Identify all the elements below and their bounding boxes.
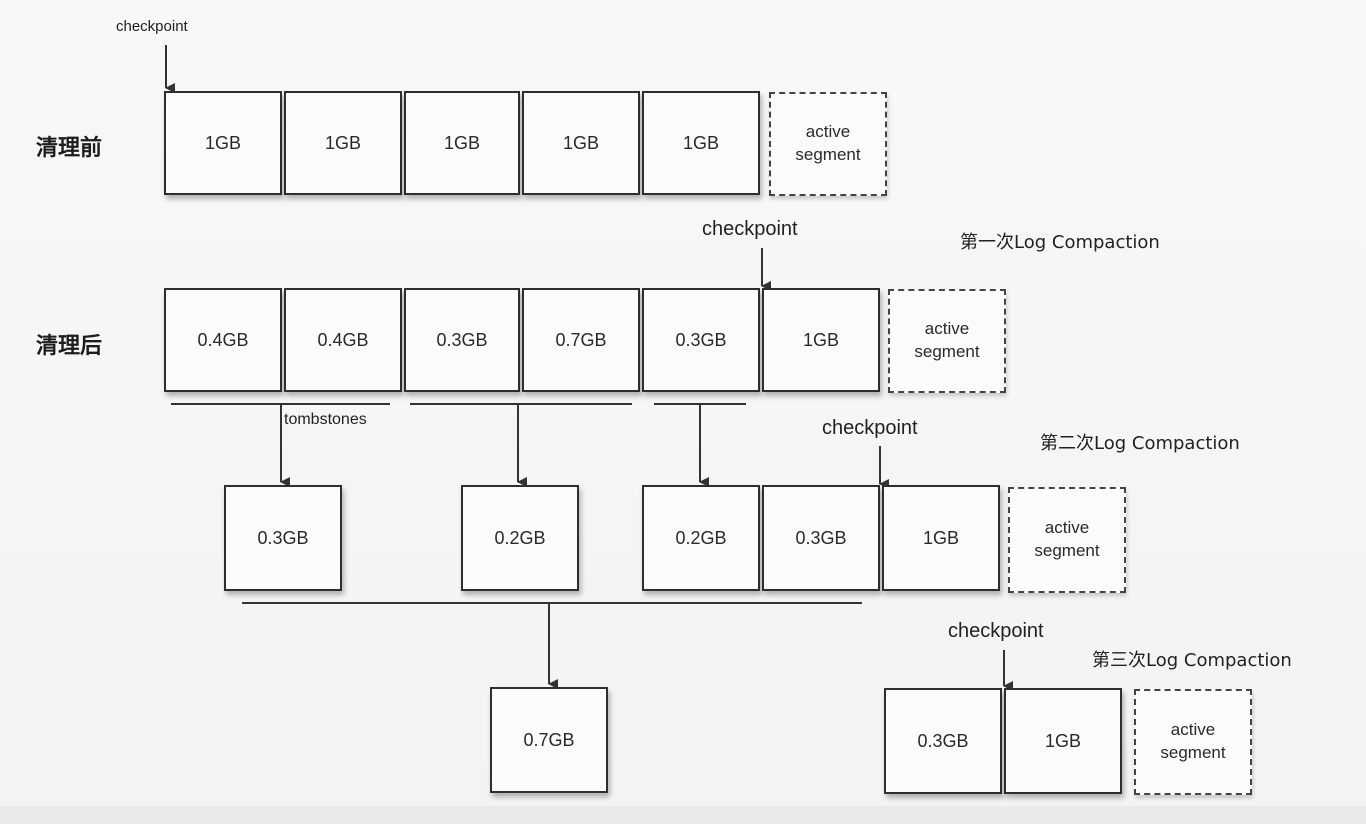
segment-before-3: 1GB [404,91,520,195]
row-label-after: 清理后 [36,334,103,359]
segment-after-1: 0.4GB [164,288,282,392]
active-segment-second: active segment [1008,487,1126,593]
tombstones-label: tombstones [284,411,367,428]
segment-before-2: 1GB [284,91,402,195]
active-segment-third: active segment [1134,689,1252,795]
segment-after-2: 0.4GB [284,288,402,392]
checkpoint-label-2: checkpoint [702,218,798,240]
row-label-before: 清理前 [36,136,103,161]
segment-after-5: 0.3GB [642,288,760,392]
round-label-second: 第二次Log Compaction [1040,433,1240,454]
segment-third-1: 0.3GB [884,688,1002,794]
segment-after-3: 0.3GB [404,288,520,392]
active-segment-after: active segment [888,289,1006,393]
segment-third-merged: 0.7GB [490,687,608,793]
segment-second-2: 0.3GB [762,485,880,591]
checkpoint-label-1: checkpoint [116,18,188,35]
round-label-third: 第三次Log Compaction [1092,650,1292,671]
segment-second-merged-1: 0.3GB [224,485,342,591]
segment-after-6: 1GB [762,288,880,392]
segment-before-5: 1GB [642,91,760,195]
segment-second-1: 0.2GB [642,485,760,591]
segment-second-3: 1GB [882,485,1000,591]
checkpoint-label-4: checkpoint [948,620,1044,642]
segment-after-4: 0.7GB [522,288,640,392]
bottom-band [0,806,1366,824]
segment-before-4: 1GB [522,91,640,195]
checkpoint-label-3: checkpoint [822,417,918,439]
segment-third-2: 1GB [1004,688,1122,794]
segment-second-merged-2: 0.2GB [461,485,579,591]
segment-before-1: 1GB [164,91,282,195]
active-segment-before: active segment [769,92,887,196]
round-label-first: 第一次Log Compaction [960,232,1160,253]
